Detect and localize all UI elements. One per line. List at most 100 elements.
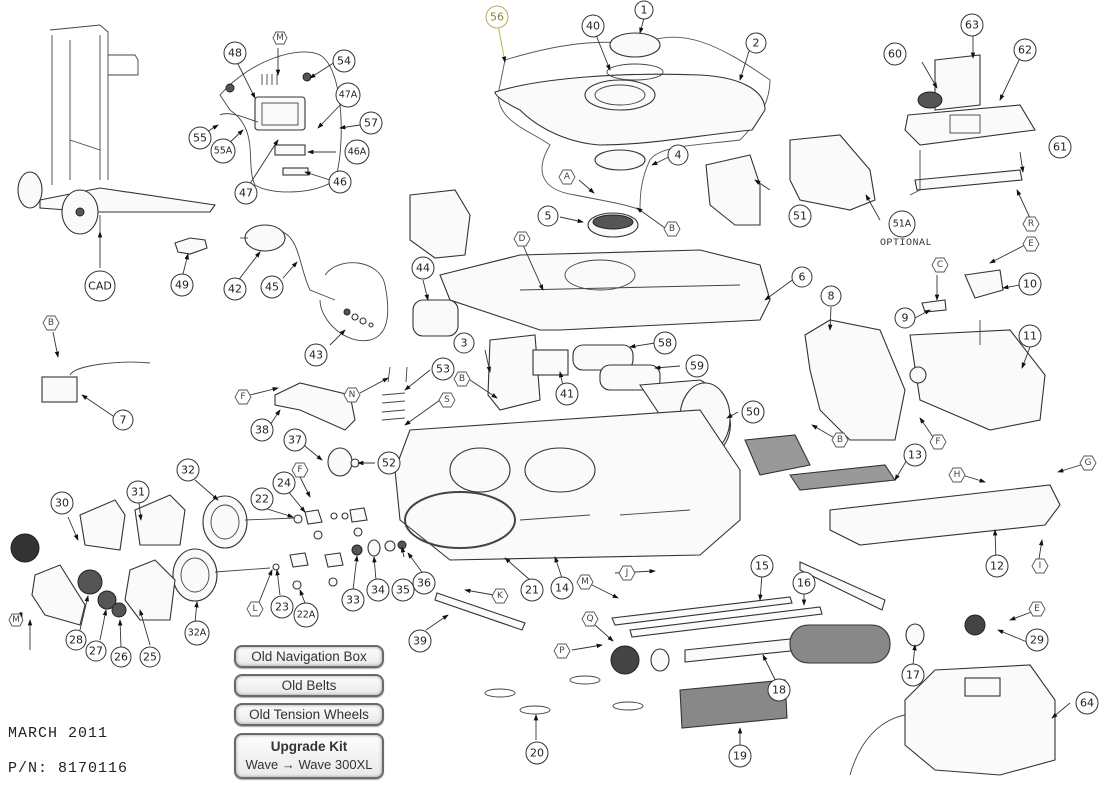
hardware-I[interactable]: I <box>1031 558 1049 574</box>
callout-54[interactable]: 54 <box>332 49 356 73</box>
hardware-R[interactable]: R <box>1022 216 1040 232</box>
hardware-F-bracket[interactable]: F <box>234 389 252 405</box>
hardware-D[interactable]: D <box>513 231 531 247</box>
legend-upgrade-kit[interactable]: Upgrade Kit Wave → Wave 300XL <box>234 733 384 779</box>
callout-36[interactable]: 36 <box>412 571 436 595</box>
hardware-B-mid[interactable]: B <box>453 371 471 387</box>
callout-58[interactable]: 58 <box>653 331 677 355</box>
callout-57[interactable]: 57 <box>359 111 383 135</box>
callout-60[interactable]: 60 <box>883 42 907 66</box>
callout-11[interactable]: 11 <box>1018 324 1042 348</box>
legend-old-belts[interactable]: Old Belts <box>234 674 384 697</box>
callout-49[interactable]: 49 <box>170 273 194 297</box>
callout-16[interactable]: 16 <box>792 571 816 595</box>
callout-40[interactable]: 40 <box>581 14 605 38</box>
callout-42[interactable]: 42 <box>223 277 247 301</box>
callout-55[interactable]: 55 <box>188 126 212 150</box>
callout-35[interactable]: 35 <box>391 578 415 602</box>
hardware-A[interactable]: A <box>558 169 576 185</box>
callout-10[interactable]: 10 <box>1018 272 1042 296</box>
callout-27[interactable]: 27 <box>85 640 107 662</box>
callout-41[interactable]: 41 <box>555 382 579 406</box>
callout-37[interactable]: 37 <box>283 428 307 452</box>
hardware-B-top[interactable]: B <box>663 221 681 237</box>
hardware-Q[interactable]: Q <box>581 611 599 627</box>
callout-22A[interactable]: 22A <box>293 602 319 628</box>
callout-56[interactable]: 56 <box>485 5 509 29</box>
callout-46[interactable]: 46 <box>328 170 352 194</box>
callout-4[interactable]: 4 <box>667 144 689 166</box>
callout-33[interactable]: 33 <box>341 588 365 612</box>
callout-12[interactable]: 12 <box>985 554 1009 578</box>
callout-7[interactable]: 7 <box>112 409 134 431</box>
hardware-M-bottom[interactable]: M <box>8 613 24 627</box>
callout-13[interactable]: 13 <box>903 443 927 467</box>
callout-51[interactable]: 51 <box>788 204 812 228</box>
callout-29[interactable]: 29 <box>1025 628 1049 652</box>
callout-17[interactable]: 17 <box>901 663 925 687</box>
callout-50[interactable]: 50 <box>741 400 765 424</box>
hardware-K[interactable]: K <box>491 588 509 604</box>
hardware-B-left[interactable]: B <box>42 315 60 331</box>
callout-51A[interactable]: 51A <box>888 210 916 238</box>
callout-38[interactable]: 38 <box>250 418 274 442</box>
hardware-F-right[interactable]: F <box>929 434 947 450</box>
callout-52[interactable]: 52 <box>377 451 401 475</box>
callout-55A[interactable]: 55A <box>210 138 236 164</box>
callout-CAD[interactable]: CAD <box>84 270 116 302</box>
callout-31[interactable]: 31 <box>126 480 150 504</box>
callout-26[interactable]: 26 <box>110 646 132 668</box>
callout-8[interactable]: 8 <box>820 285 842 307</box>
callout-39[interactable]: 39 <box>408 629 432 653</box>
callout-34[interactable]: 34 <box>366 578 390 602</box>
callout-24[interactable]: 24 <box>272 471 296 495</box>
callout-28[interactable]: 28 <box>65 629 87 651</box>
hardware-M-mid[interactable]: M <box>576 574 594 590</box>
callout-53[interactable]: 53 <box>431 357 455 381</box>
callout-63[interactable]: 63 <box>960 13 984 37</box>
callout-48[interactable]: 48 <box>223 41 247 65</box>
callout-32A[interactable]: 32A <box>184 620 210 646</box>
hardware-L[interactable]: L <box>246 601 264 617</box>
callout-3[interactable]: 3 <box>453 332 475 354</box>
callout-25[interactable]: 25 <box>139 646 161 668</box>
hardware-G[interactable]: G <box>1079 455 1097 471</box>
callout-32[interactable]: 32 <box>176 458 200 482</box>
hardware-P[interactable]: P <box>553 643 571 659</box>
callout-22[interactable]: 22 <box>250 487 274 511</box>
callout-15[interactable]: 15 <box>750 554 774 578</box>
callout-59[interactable]: 59 <box>685 354 709 378</box>
callout-9[interactable]: 9 <box>894 307 916 329</box>
callout-18[interactable]: 18 <box>767 678 791 702</box>
callout-44[interactable]: 44 <box>411 256 435 280</box>
callout-45[interactable]: 45 <box>260 275 284 299</box>
hardware-J[interactable]: J <box>618 565 636 581</box>
hardware-F-gear[interactable]: F <box>291 462 309 478</box>
callout-46A[interactable]: 46A <box>344 139 370 165</box>
callout-47A[interactable]: 47A <box>335 82 361 108</box>
callout-62[interactable]: 62 <box>1013 38 1037 62</box>
legend-old-navigation-box[interactable]: Old Navigation Box <box>234 645 384 668</box>
hardware-H[interactable]: H <box>948 467 966 483</box>
hardware-N[interactable]: N <box>343 387 361 403</box>
hardware-E-top[interactable]: E <box>1022 236 1040 252</box>
callout-21[interactable]: 21 <box>520 578 544 602</box>
hardware-B-right[interactable]: B <box>831 432 849 448</box>
hardware-E-bottom[interactable]: E <box>1028 601 1046 617</box>
callout-61[interactable]: 61 <box>1048 135 1072 159</box>
callout-23[interactable]: 23 <box>270 595 294 619</box>
callout-43[interactable]: 43 <box>304 343 328 367</box>
callout-47[interactable]: 47 <box>234 181 258 205</box>
callout-1[interactable]: 1 <box>634 0 654 20</box>
callout-5[interactable]: 5 <box>537 205 559 227</box>
hardware-S[interactable]: S <box>438 392 456 408</box>
callout-64[interactable]: 64 <box>1075 691 1099 715</box>
callout-6[interactable]: 6 <box>791 266 813 288</box>
callout-2[interactable]: 2 <box>745 32 767 54</box>
callout-20[interactable]: 20 <box>525 741 549 765</box>
callout-30[interactable]: 30 <box>50 491 74 515</box>
callout-14[interactable]: 14 <box>550 576 574 600</box>
callout-19[interactable]: 19 <box>728 744 752 768</box>
legend-old-tension-wheels[interactable]: Old Tension Wheels <box>234 703 384 726</box>
hardware-C[interactable]: C <box>931 257 949 273</box>
